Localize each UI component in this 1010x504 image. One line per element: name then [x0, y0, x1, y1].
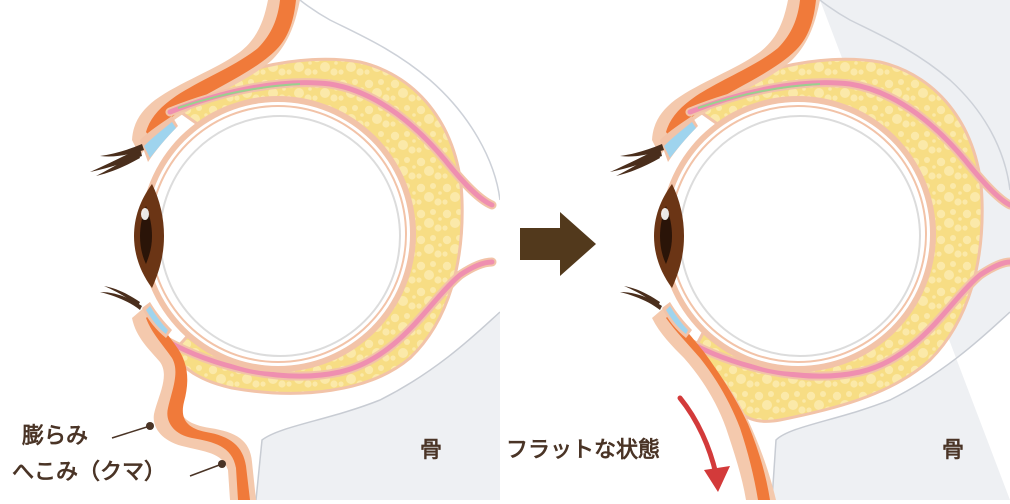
lower-eyelashes-right	[620, 286, 662, 310]
flat-state-label: フラットな状態	[506, 438, 661, 463]
upper-eyelashes-left	[90, 144, 144, 176]
eyeball-right	[679, 115, 921, 357]
upper-eyelashes-right	[610, 144, 664, 176]
bulge-label: 膨らみ	[22, 424, 89, 449]
eyeball-left	[159, 115, 401, 357]
lower-lid-skin-left	[132, 306, 256, 500]
hollow-label: へこみ（クマ）	[12, 460, 167, 485]
right-panel	[610, 0, 1010, 501]
bone-label-right: 骨	[942, 438, 965, 463]
lower-tendon-right	[682, 259, 1010, 379]
upper-tarsus-right	[664, 122, 696, 158]
left-panel	[90, 0, 501, 501]
lower-eyelashes-left	[100, 286, 142, 310]
bone-left-shape	[256, 0, 500, 500]
lower-lid-muscle-right	[666, 312, 770, 500]
lower-lid-muscle-left	[146, 312, 250, 500]
bone-label-left: 骨	[420, 438, 443, 463]
lower-lid-skin-right	[652, 306, 776, 500]
bulge-pointer-dot	[146, 422, 154, 430]
lower-tarsus-right	[666, 306, 688, 334]
flatten-arrow	[677, 395, 719, 477]
hollow-pointer-dot	[218, 460, 226, 468]
upper-tendon-right	[687, 80, 1010, 208]
transition-arrow	[520, 212, 596, 276]
